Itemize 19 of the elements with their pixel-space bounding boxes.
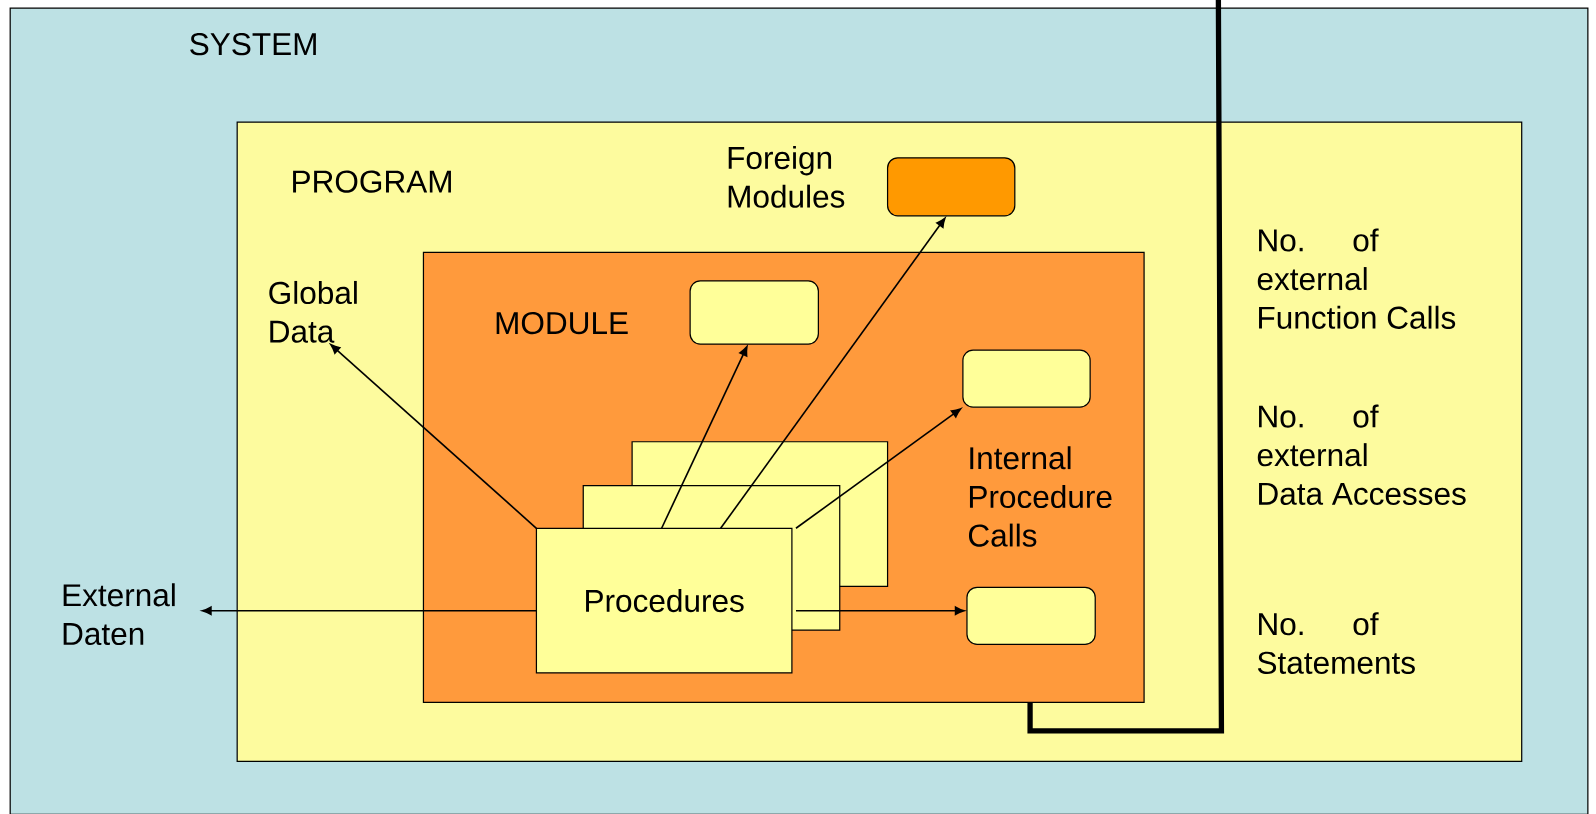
arrow — [795, 606, 965, 615]
text-label: No. of external Function Calls — [1257, 228, 1456, 329]
text-label: Global Data — [269, 280, 357, 343]
text-label: Internal Procedure Calls — [969, 446, 1112, 547]
call-box — [962, 349, 1091, 408]
connector-line — [1027, 0, 1225, 734]
arrow — [795, 407, 962, 529]
procedure-card-stack: Procedures — [535, 441, 889, 674]
module-box: Foreign Modules — [728, 145, 1016, 217]
call-box — [689, 280, 819, 345]
node-label: Foreign Modules — [728, 145, 845, 208]
arrow — [660, 345, 748, 529]
text-label: No. of Statements — [1257, 612, 1415, 674]
call-box — [966, 586, 1096, 645]
text-label: No. of external Data Accesses — [1257, 404, 1466, 505]
arrow — [719, 217, 946, 529]
text-label: External Daten — [63, 583, 175, 645]
arrow — [201, 606, 538, 615]
arrow — [330, 343, 538, 529]
